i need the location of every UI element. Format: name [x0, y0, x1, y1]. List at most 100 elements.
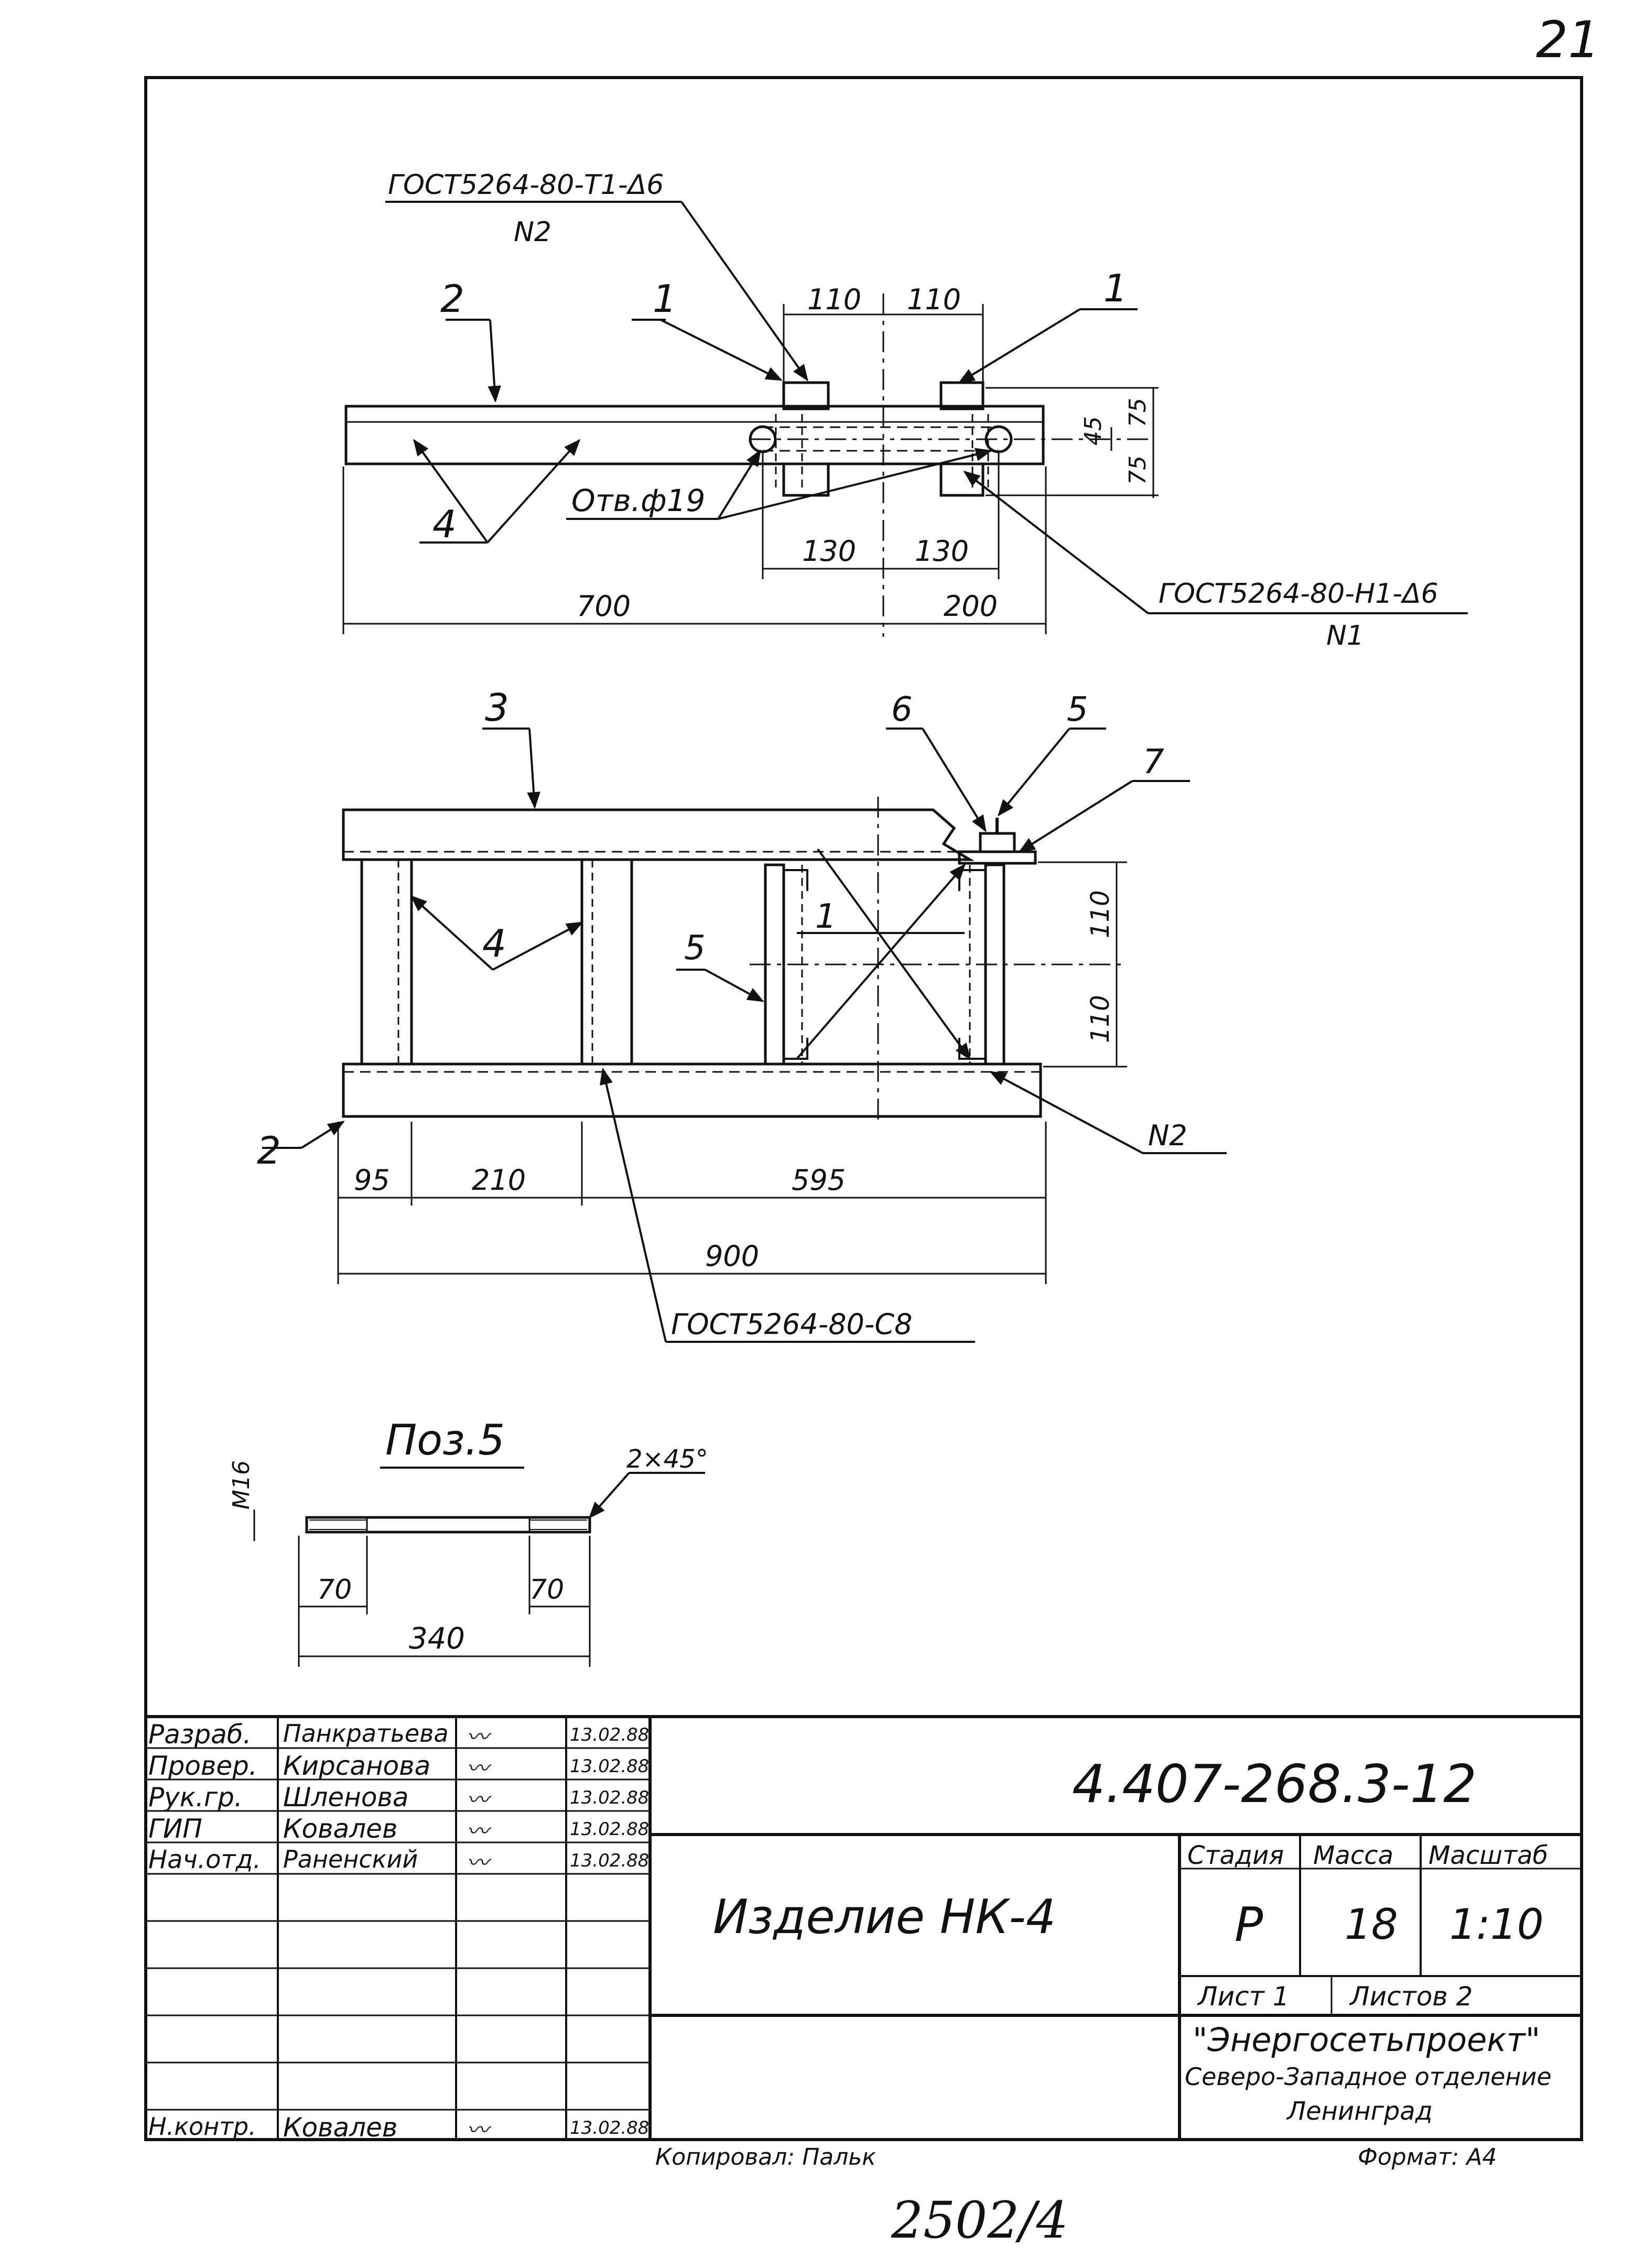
pos-label-1-left: 1 [653, 277, 677, 321]
front-view-labels: 3 6 5 7 4 5 1 2 ГОСТ5264-80-С8 N2 95 210… [257, 686, 1187, 1341]
hole-label: Отв.ф19 [571, 483, 705, 518]
date-nachotd: 13.02.88 [570, 1850, 650, 1871]
post-left [360, 858, 413, 1066]
pos-label-5-front: 5 [684, 929, 706, 968]
detail-pos5-labels: Поз.5 М16 2×45° 70 70 340 [228, 1416, 708, 1656]
format-label: Формат: А4 [1358, 2144, 1497, 2171]
top-view [342, 201, 1468, 637]
pos-label-1-front: 1 [815, 897, 837, 936]
name-rukgr: Шленова [283, 1782, 409, 1813]
pos-label-7: 7 [1143, 743, 1164, 782]
weld-callout-right-sub: N1 [1326, 620, 1364, 652]
title-block-grid [144, 1715, 1583, 2141]
nut-pos6 [979, 832, 1016, 853]
copied-by: Копировал: Пальк [655, 2144, 876, 2171]
thread-label: М16 [228, 1460, 255, 1510]
dim-340: 340 [409, 1622, 465, 1656]
date-gip: 13.02.88 [570, 1819, 650, 1840]
stage-label: Стадия [1187, 1841, 1284, 1870]
dim-595: 595 [792, 1164, 846, 1197]
dim-110-left: 110 [807, 283, 861, 316]
role-razrab: Разраб. [148, 1719, 252, 1750]
role-nachotd: Нач.отд. [148, 1845, 261, 1874]
signature-icon: 〰 [467, 1755, 489, 1781]
name-nkontr: Ковалев [283, 2112, 398, 2143]
dim-110-top-front: 110 [1086, 890, 1115, 938]
signature-icon: 〰 [467, 1724, 489, 1750]
pos-label-5-top: 5 [1067, 690, 1088, 729]
pos-label-4: 4 [432, 502, 457, 546]
signature-icon: 〰 [467, 2117, 489, 2143]
date-prover: 13.02.88 [570, 1756, 650, 1777]
dim-110-bottom-front: 110 [1086, 995, 1115, 1043]
org-city: Ленинград [1287, 2097, 1433, 2126]
dim-45: 45 [1080, 416, 1107, 446]
bolt-rod [305, 1516, 591, 1534]
weld-callout-top: ГОСТ5264-80-Т1-Δ6 [388, 169, 664, 201]
plate-left-bottom [782, 462, 830, 497]
front-view [262, 728, 1227, 1343]
dim-200: 200 [944, 590, 998, 623]
dim-110-right: 110 [907, 283, 961, 316]
top-beam [344, 405, 1045, 465]
scale-value: 1:10 [1449, 1900, 1544, 1949]
date-razrab: 13.02.88 [570, 1724, 650, 1745]
bottom-channel-pos2 [342, 1062, 1042, 1118]
dim-130-right: 130 [915, 535, 969, 568]
mass-value: 18 [1345, 1900, 1398, 1949]
name-prover: Кирсанова [283, 1751, 431, 1781]
dim-70-right: 70 [529, 1574, 564, 1605]
detail-title: Поз.5 [385, 1416, 505, 1464]
mass-label: Масса [1313, 1841, 1394, 1870]
chamfer-label: 2×45° [626, 1445, 708, 1474]
weld-callout-front: ГОСТ5264-80-С8 [671, 1308, 912, 1341]
detail-pos5 [253, 1467, 705, 1667]
plate-left-top [782, 381, 830, 410]
drawing-frame [144, 76, 1583, 2141]
weld-callout-top-sub: N2 [514, 216, 551, 248]
role-gip: ГИП [148, 1814, 202, 1844]
top-channel-pos3 [342, 808, 975, 861]
sheet-label: Лист 1 [1198, 1981, 1290, 2012]
stage-value: Р [1235, 1897, 1263, 1952]
signature-icon: 〰 [467, 1787, 489, 1813]
pos-label-4-front: 4 [482, 921, 506, 965]
date-nkontr: 13.02.88 [570, 2118, 650, 2139]
page-number: 21 [1536, 10, 1600, 69]
name-nachotd: Раненский [283, 1845, 418, 1873]
date-rukgr: 13.02.88 [570, 1787, 650, 1808]
washer-pos7 [958, 850, 1037, 865]
pos-label-1-right: 1 [1103, 266, 1128, 310]
plate-right-bottom [939, 462, 984, 497]
dim-130-left: 130 [802, 535, 856, 568]
pos-label-2-front: 2 [257, 1128, 281, 1173]
role-prover: Провер. [148, 1751, 257, 1781]
dim-75-top: 75 [1124, 398, 1151, 427]
post-mid [580, 858, 633, 1066]
role-rukgr: Рук.гр. [148, 1782, 243, 1813]
document-code: 4.407-268.3-12 [1072, 1753, 1477, 1815]
dim-700: 700 [577, 590, 631, 623]
signature-icon: 〰 [467, 1818, 489, 1844]
dim-70-left: 70 [317, 1574, 352, 1605]
signature-icon: 〰 [467, 1850, 489, 1875]
pos-label-2: 2 [440, 277, 464, 321]
org-name: "Энергосетьпроект" [1193, 2021, 1541, 2059]
product-name: Изделие НК-4 [713, 1890, 1056, 1945]
archive-number: 2502/4 [891, 2191, 1068, 2250]
dim-95: 95 [354, 1164, 390, 1197]
sheets-label: Листов 2 [1350, 1981, 1473, 2012]
scale-label: Масштаб [1429, 1841, 1549, 1870]
name-gip: Ковалев [283, 1814, 398, 1844]
name-razrab: Панкратьева [283, 1719, 449, 1748]
top-view-labels: ГОСТ5264-80-Т1-Δ6 N2 ГОСТ5264-80-Н1-Δ6 N… [388, 169, 1438, 652]
org-division: Северо-Западное отделение [1185, 2063, 1552, 2091]
title-block: Разраб. Провер. Рук.гр. ГИП Нач.отд. Н.к… [144, 1717, 1583, 2143]
dim-900: 900 [705, 1240, 759, 1273]
weld-callout-right: ГОСТ5264-80-Н1-Δ6 [1159, 578, 1438, 610]
role-nkontr: Н.контр. [148, 2112, 256, 2141]
dim-75-bottom: 75 [1124, 455, 1151, 485]
pos-label-6: 6 [891, 690, 913, 729]
dim-210: 210 [472, 1164, 526, 1197]
